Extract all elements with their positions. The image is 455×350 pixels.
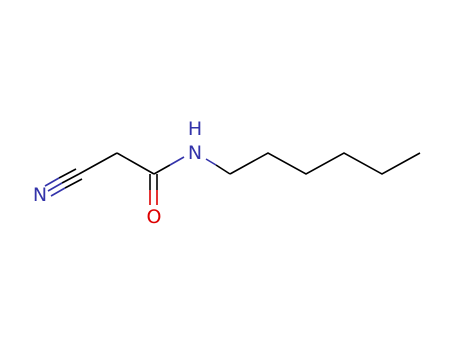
carbonyl-oxygen-label: O: [147, 206, 162, 228]
bond-c2-c3: [116, 152, 155, 175]
amide-nitrogen-label: N: [188, 142, 202, 164]
bond-c1-c2: [78, 152, 118, 175]
nitrile-nitrogen-label: N: [33, 184, 47, 206]
triple-bond-cn: [44, 168, 83, 197]
hexyl-chain: [229, 152, 421, 175]
double-bond-co: [149, 174, 158, 205]
amide-hydrogen-label: H: [188, 118, 202, 140]
bond-c3-n: [153, 156, 185, 175]
bond-n-c4: [205, 158, 231, 175]
